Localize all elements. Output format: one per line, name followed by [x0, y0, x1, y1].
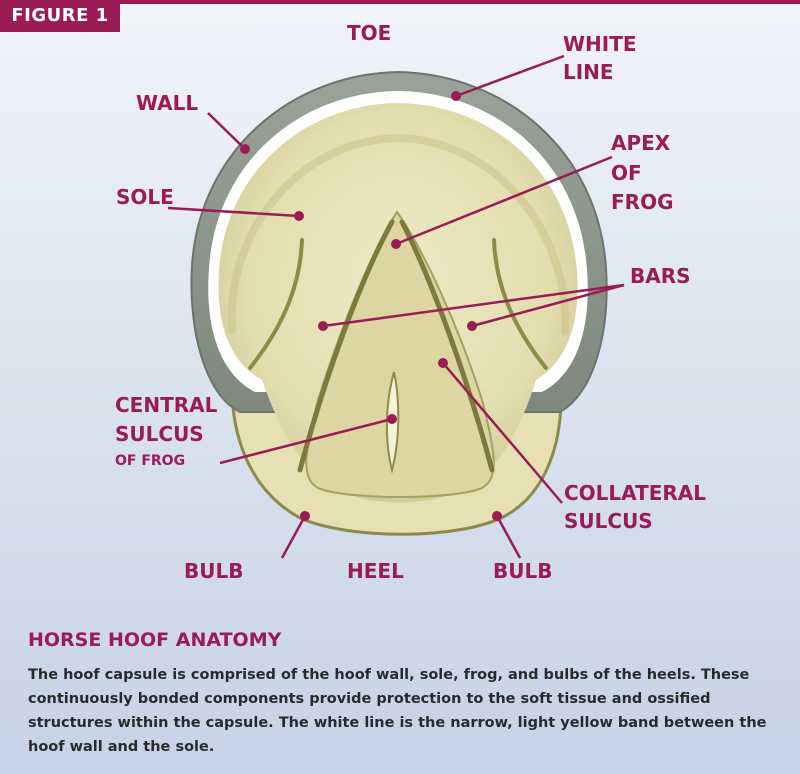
- figure-tag: FIGURE 1: [0, 0, 120, 32]
- label-wall: WALL: [136, 91, 198, 115]
- bar-right: [492, 238, 548, 370]
- leader-bars-left: [322, 283, 625, 328]
- leader-wall: [207, 112, 246, 150]
- dot-bulb-left: [300, 511, 310, 521]
- top-accent-bar: [0, 0, 800, 4]
- label-bulb-left: BULB: [184, 559, 243, 583]
- bar-left: [248, 238, 304, 370]
- dot-bars-right: [467, 321, 477, 331]
- label-bars: BARS: [630, 264, 691, 288]
- dot-sole: [294, 211, 304, 221]
- label-central-3: OF FROG: [115, 453, 185, 469]
- leader-bulb-left: [280, 515, 307, 559]
- label-toe: TOE: [347, 21, 391, 45]
- leader-bulb-right: [495, 515, 522, 559]
- leader-central-sulcus: [219, 417, 393, 465]
- label-sole: SOLE: [116, 185, 174, 209]
- caption-title: HORSE HOOF ANATOMY: [28, 629, 282, 651]
- label-white-line-1: WHITE: [563, 32, 637, 56]
- dot-white-line: [451, 91, 461, 101]
- leader-collateral: [442, 362, 563, 504]
- caption-body: The hoof capsule is comprised of the hoo…: [28, 667, 767, 755]
- label-apex-2: OF: [611, 161, 642, 185]
- leader-bars-right: [471, 283, 625, 328]
- dot-wall: [240, 144, 250, 154]
- dot-bars-left: [318, 321, 328, 331]
- label-bulb-right: BULB: [493, 559, 552, 583]
- sole-ridge: [227, 133, 570, 336]
- collateral-sulcus-left: [297, 219, 395, 473]
- label-white-line-2: LINE: [563, 60, 614, 84]
- collateral-sulcus-right: [399, 219, 495, 473]
- label-apex-3: FROG: [611, 190, 673, 214]
- leader-white-line: [455, 54, 565, 98]
- label-central-2: SULCUS: [115, 422, 204, 446]
- label-collateral-1: COLLATERAL: [564, 481, 706, 505]
- dot-bulb-right: [492, 511, 502, 521]
- dot-apex: [391, 239, 401, 249]
- label-collateral-2: SULCUS: [564, 509, 653, 533]
- hoof-diagram: TOE WHITE LINE WALL SOLE APEX OF FROG BA…: [115, 21, 706, 583]
- dot-collateral: [438, 358, 448, 368]
- label-central-1: CENTRAL: [115, 393, 218, 417]
- leader-sole: [167, 206, 300, 218]
- leader-apex: [395, 155, 613, 246]
- label-heel: HEEL: [347, 559, 404, 583]
- label-apex-1: APEX: [611, 131, 671, 155]
- dot-central-sulcus: [387, 414, 397, 424]
